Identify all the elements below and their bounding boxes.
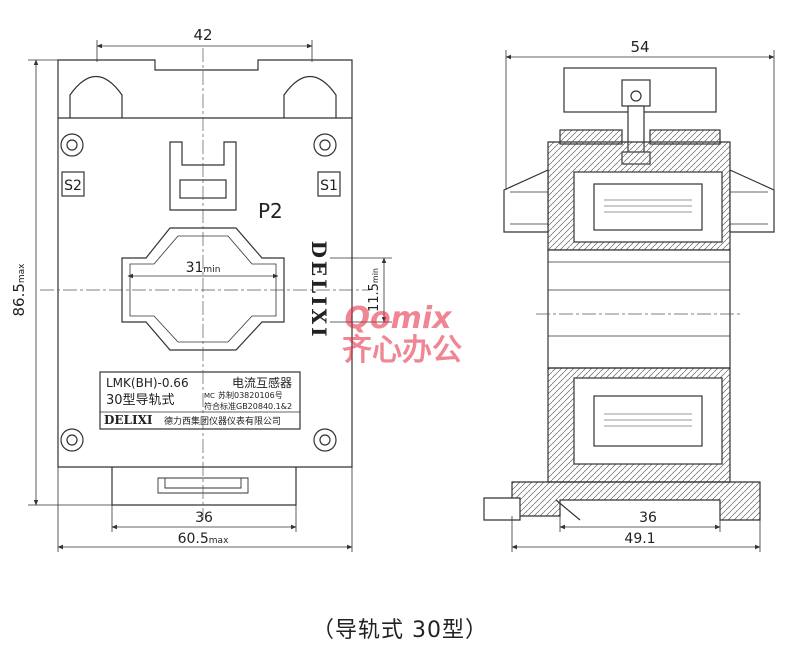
dim-base-width-value: 60.5: [178, 531, 209, 547]
top-clamp: [169, 141, 237, 211]
mount-hole-tr: [313, 133, 337, 157]
watermark-latin: Qomix: [344, 301, 453, 336]
dim-window-height: 11.5min: [367, 268, 382, 312]
dim-height-front: 86.5max: [10, 263, 28, 317]
front-body-outline: [57, 59, 353, 468]
dim-top-width-front: 42: [193, 26, 212, 44]
terminal-s2-label: S2: [64, 178, 82, 194]
dim-base-width-suffix: max: [209, 536, 229, 546]
nameplate-standard: 符合标准GB20840.1&2: [204, 401, 292, 411]
dim-window-width-suffix: min: [203, 265, 220, 275]
dim-top-width-side: 54: [630, 38, 649, 56]
drawing-caption: （导轨式 30型）: [312, 618, 488, 643]
svg-text:11.5min: 11.5min: [367, 268, 382, 312]
front-dimensions: [28, 40, 392, 552]
side-ear-left: [503, 169, 549, 233]
side-dimensions: [505, 50, 775, 552]
nameplate-company: 德力西集团仪器仪表有限公司: [164, 415, 281, 427]
side-view: [483, 67, 775, 521]
brand-vertical: DELIXI: [307, 241, 331, 340]
dim-base-width-front: 60.5max: [178, 531, 229, 547]
terminal-s2-box: [61, 171, 85, 197]
nameplate-frame: [99, 371, 301, 430]
mount-hole-tl: [60, 133, 84, 157]
nameplate-model: LMK(BH)-0.66: [106, 376, 189, 390]
front-centerlines: [40, 48, 370, 520]
nameplate-product: 电流互感器: [232, 375, 292, 390]
dim-height-suffix: max: [17, 263, 27, 283]
nameplate-brand: DELIXI: [104, 413, 153, 427]
nameplate-type: 30型导轨式: [106, 393, 175, 408]
terminal-s1-box: [317, 171, 341, 197]
front-view: [57, 59, 353, 506]
svg-text:86.5max: 86.5max: [10, 263, 28, 317]
rail-foot: [111, 467, 297, 506]
terminal-s1-label: S1: [320, 178, 338, 194]
dim-height-value: 86.5: [10, 283, 28, 316]
nameplate-cert-mark: MC: [204, 392, 215, 400]
dim-window-width-value: 31: [186, 260, 204, 276]
dim-base-width-side: 49.1: [624, 531, 655, 547]
left-ear: [69, 76, 123, 118]
primary-window: [121, 227, 285, 351]
dim-rail-width-front: 36: [195, 510, 213, 526]
side-ear-right: [729, 169, 775, 233]
nameplate-cert-number: 苏制03820106号: [218, 390, 283, 400]
svg-text:DELIXI: DELIXI: [307, 241, 331, 340]
dim-window-width: 31min: [186, 260, 221, 276]
watermark-chinese: 齐心办公: [342, 333, 462, 368]
side-window: [547, 249, 731, 369]
side-screw-head: [621, 79, 651, 107]
terminal-p2-label: P2: [258, 199, 283, 223]
dim-window-height-value: 11.5: [367, 283, 382, 312]
side-base: [511, 481, 761, 521]
watermark: Qomix 齐心办公: [342, 301, 462, 368]
mount-hole-bl: [60, 428, 84, 452]
right-ear: [283, 76, 337, 118]
dim-rail-width-side: 36: [639, 510, 657, 526]
dim-window-height-suffix: min: [371, 268, 380, 283]
mount-hole-br: [313, 428, 337, 452]
